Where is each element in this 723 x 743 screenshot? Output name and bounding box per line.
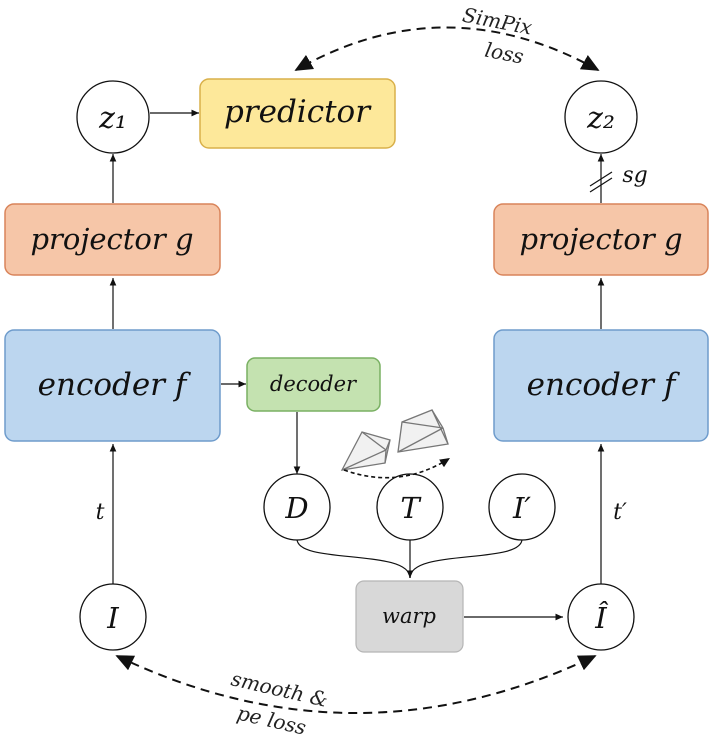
sg-label: sg	[622, 163, 647, 188]
projector-right-box: projector g	[493, 203, 709, 276]
reconstructed-image-label: Î	[594, 600, 609, 635]
source-image-label: I′	[512, 491, 531, 525]
t-right-label: t′	[613, 500, 627, 525]
z2-node: z₂	[564, 80, 638, 154]
connectors	[109, 109, 613, 621]
simpix-label-line1: SimPix	[461, 3, 534, 40]
input-image-label: I	[106, 601, 119, 635]
projector-left-label: projector g	[30, 222, 193, 256]
edge-depth-warp	[296, 538, 411, 579]
edge-source-warp	[409, 538, 523, 579]
simpix-loss-arc	[294, 26, 600, 71]
stop-grad-tick-1	[589, 171, 613, 187]
camera-frustum-icon	[397, 409, 449, 453]
encoder-right-label: encoder f	[527, 367, 681, 403]
warp-box: warp	[355, 580, 464, 653]
z1-node: z₁	[76, 80, 150, 154]
depth-label: D	[284, 491, 308, 525]
simpix-label-line2: loss	[483, 38, 526, 69]
projector-left-box: projector g	[4, 203, 221, 276]
decoder-label: decoder	[270, 372, 358, 396]
warp-label: warp	[382, 604, 436, 628]
depth-node: D	[263, 473, 331, 541]
t-left-label: t	[96, 500, 105, 525]
encoder-left-label: encoder f	[38, 367, 192, 403]
projector-right-label: projector g	[519, 222, 682, 256]
transform-node: T	[376, 473, 444, 541]
encoder-left-box: encoder f	[4, 329, 221, 442]
transform-label: T	[400, 491, 422, 525]
encoder-right-box: encoder f	[493, 329, 709, 442]
stop-grad-tick-2	[589, 177, 613, 193]
smooth-label-line2: pe loss	[235, 701, 309, 740]
predictor-box: predictor	[199, 78, 396, 149]
decoder-box: decoder	[246, 357, 381, 412]
camera-motion-arc	[343, 457, 451, 479]
camera-frustum-icon	[340, 431, 391, 471]
input-image-node: I	[79, 583, 147, 651]
z2-label: z₂	[586, 101, 615, 136]
smooth-loss-arc	[115, 655, 597, 714]
source-image-node: I′	[488, 473, 556, 541]
z1-label: z₁	[98, 101, 127, 136]
predictor-label: predictor	[224, 94, 372, 130]
reconstructed-image-node: Î	[567, 583, 635, 651]
